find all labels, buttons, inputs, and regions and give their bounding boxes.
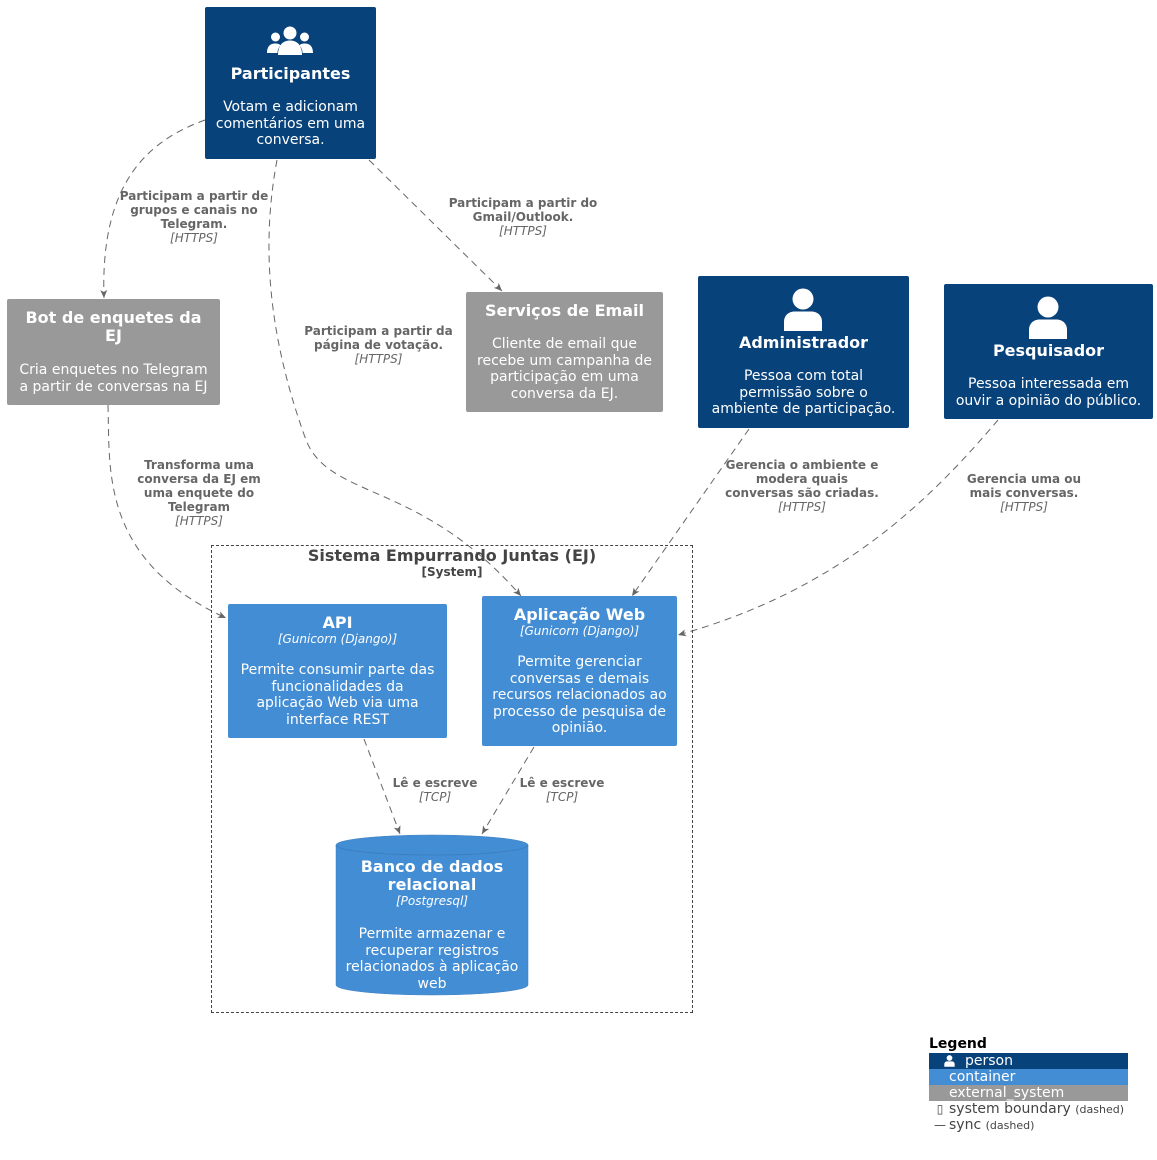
email-title: Serviços de Email	[485, 301, 644, 320]
edge-label-text: Transforma uma conversa da EJ em uma enq…	[137, 458, 261, 514]
db-cylinder	[335, 834, 529, 996]
boundary-title: Sistema Empurrando Juntas (EJ)	[307, 546, 597, 565]
legend-boundary: ▯ system boundary (dashed)	[929, 1101, 1128, 1117]
edge-label-telegram: Participam a partir de grupos e canais n…	[118, 189, 270, 245]
edge-label-api-db: Lê e escreve [TCP]	[384, 776, 486, 804]
edge-label-text: Participam a partir do Gmail/Outlook.	[448, 196, 598, 224]
administrador-node[interactable]: Administrador Pessoa com total permissão…	[698, 276, 909, 428]
bot-title: Bot de enquetes da EJ	[25, 308, 202, 345]
edge-label-gmail: Participam a partir do Gmail/Outlook. [H…	[447, 196, 599, 238]
edge-label-gerencia-pesq: Gerencia uma ou mais conversas. [HTTPS]	[952, 472, 1096, 514]
edge-protocol-text: [HTTPS]	[778, 500, 826, 514]
participantes-title: Participantes	[230, 64, 351, 83]
edge-gerencia-admin	[631, 428, 750, 597]
line-icon: —	[934, 1118, 946, 1132]
edge-web-db	[481, 746, 535, 835]
edge-label-text: Participam a partir da página de votação…	[304, 324, 453, 352]
person-icon	[944, 1055, 955, 1067]
edge-label-text: Lê e escreve	[519, 776, 605, 790]
edge-label-gerencia-admin: Gerencia o ambiente e modera quais conve…	[722, 458, 882, 514]
webapp-tech: [Gunicorn (Django)]	[519, 624, 640, 638]
edge-protocol-text: [HTTPS]	[354, 352, 403, 366]
boundary-type: [System]	[421, 565, 483, 579]
db-node[interactable]: Banco de dados relacional [Postgresql] P…	[336, 858, 528, 994]
person-icon	[784, 288, 822, 331]
email-node[interactable]: Serviços de Email Cliente de email que r…	[466, 292, 663, 412]
db-title: Banco de dados relacional	[360, 857, 504, 894]
administrador-title: Administrador	[738, 333, 869, 352]
participantes-desc: Votam e adicionam comentários em uma con…	[215, 99, 366, 148]
webapp-title: Aplicação Web	[513, 605, 646, 624]
person-icon	[1029, 296, 1067, 339]
edge-protocol-text: [HTTPS]	[499, 224, 547, 238]
pesquisador-title: Pesquisador	[992, 341, 1105, 360]
api-desc: Permite consumir parte das funcionalidad…	[240, 662, 435, 728]
legend-person-label: person	[965, 1053, 1013, 1069]
api-node[interactable]: API [Gunicorn (Django)] Permite consumir…	[228, 604, 447, 738]
db-desc: Permite armazenar e recuperar registros …	[345, 926, 519, 992]
edge-label-text: Lê e escreve	[392, 776, 478, 790]
pesquisador-desc: Pessoa interessada em ouvir a opinião do…	[955, 376, 1142, 409]
people-icon	[267, 26, 313, 55]
email-desc: Cliente de email que recebe um campanha …	[477, 336, 652, 402]
legend-sync: — sync (dashed)	[929, 1117, 1128, 1133]
api-tech: [Gunicorn (Django)]	[277, 632, 398, 646]
legend-external: external_system	[929, 1085, 1128, 1101]
edge-label-transforma: Transforma uma conversa da EJ em uma enq…	[126, 458, 272, 528]
edge-label-text: Gerencia uma ou mais conversas.	[966, 472, 1082, 500]
administrador-desc: Pessoa com total permissão sobre o ambie…	[711, 368, 896, 417]
system-boundary	[211, 545, 693, 1013]
edge-label-web-db: Lê e escreve [TCP]	[511, 776, 613, 804]
boundary-icon: ▯	[936, 1102, 944, 1116]
edge-protocol-text: [TCP]	[418, 790, 452, 804]
edge-api-db	[363, 738, 401, 835]
edge-protocol-text: [HTTPS]	[170, 231, 218, 245]
participantes-node[interactable]: Participantes Votam e adicionam comentár…	[205, 7, 376, 159]
api-title: API	[322, 613, 353, 632]
pesquisador-node[interactable]: Pesquisador Pessoa interessada em ouvir …	[944, 284, 1153, 419]
legend-container-label: container	[949, 1069, 1016, 1085]
legend-title: Legend	[929, 1036, 987, 1052]
edge-transforma	[107, 404, 227, 619]
edge-gerencia-pesq	[677, 419, 999, 637]
bot-desc: Cria enquetes no Telegram a partir de co…	[19, 362, 208, 395]
edge-protocol-text: [HTTPS]	[175, 514, 223, 528]
edge-label-text: Participam a partir de grupos e canais n…	[119, 189, 269, 231]
webapp-desc: Permite gerenciar conversas e demais rec…	[492, 654, 667, 736]
db-tech: [Postgresql]	[395, 894, 469, 908]
bot-node[interactable]: Bot de enquetes da EJ Cria enquetes no T…	[7, 299, 220, 405]
legend-boundary-label: system boundary	[949, 1101, 1071, 1117]
legend-sync-label: sync	[949, 1117, 982, 1133]
edge-label-text: Gerencia o ambiente e modera quais conve…	[725, 458, 879, 500]
legend-person: person	[929, 1053, 1128, 1069]
legend: Legend person container external_system …	[929, 1036, 1128, 1133]
edge-protocol-text: [HTTPS]	[1000, 500, 1048, 514]
edge-label-votacao: Participam a partir da página de votação…	[303, 324, 454, 366]
legend-sync-note: (dashed)	[985, 1119, 1035, 1132]
edge-telegram	[100, 119, 206, 299]
legend-boundary-note: (dashed)	[1075, 1103, 1124, 1116]
webapp-node[interactable]: Aplicação Web [Gunicorn (Django)] Permit…	[482, 596, 677, 746]
legend-external-label: external_system	[949, 1085, 1065, 1101]
legend-container: container	[929, 1069, 1128, 1085]
edge-protocol-text: [TCP]	[545, 790, 579, 804]
